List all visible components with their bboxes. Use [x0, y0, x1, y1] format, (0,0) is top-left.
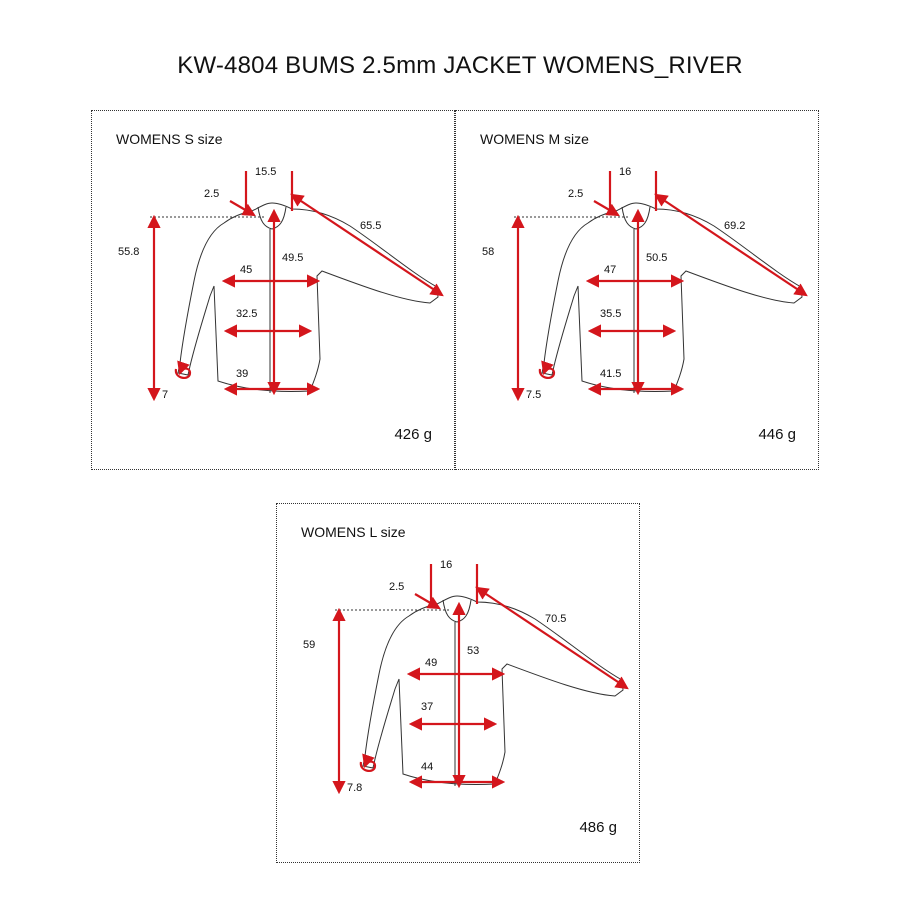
collar-outline: [621, 206, 651, 230]
size-label: WOMENS L size: [301, 524, 406, 540]
weight-label: 446 g: [758, 426, 796, 443]
jacket-body-outline: [177, 202, 439, 392]
collar-line: [229, 200, 256, 217]
sleeve-label: 70.5: [545, 613, 566, 625]
waist-label: 37: [421, 701, 433, 713]
wrist-loop: [538, 360, 556, 379]
sleeve-line: [290, 193, 444, 297]
sleeve-label: 69.2: [724, 220, 745, 232]
wrist-loop: [359, 753, 377, 772]
neck-label: 15.5: [255, 166, 276, 178]
jacket-diagram: 16 2.5 69.2 58 50.5 47 35.5 41.5 7.5: [482, 166, 808, 402]
panel-womens-l: WOMENS L size 16 2.5 70.5 59 53 49 37 44: [276, 503, 640, 863]
wrist-label: 7.5: [526, 389, 541, 401]
size-label: WOMENS S size: [116, 131, 223, 147]
collar-outline: [257, 206, 287, 230]
total-length-label: 55.8: [118, 246, 139, 258]
wrist-label: 7.8: [347, 782, 362, 794]
neck-label: 16: [440, 559, 452, 571]
weight-label: 486 g: [579, 819, 617, 836]
collar-label: 2.5: [204, 188, 219, 200]
jacket-body-outline: [362, 595, 624, 785]
collar-line: [414, 593, 441, 610]
waist-label: 35.5: [600, 308, 621, 320]
sleeve-label: 65.5: [360, 220, 381, 232]
total-length-label: 59: [303, 639, 315, 651]
neck-label: 16: [619, 166, 631, 178]
sleeve-line: [654, 193, 808, 297]
waist-label: 32.5: [236, 308, 257, 320]
page-title: KW-4804 BUMS 2.5mm JACKET WOMENS_RIVER: [177, 52, 743, 79]
panel-womens-s: WOMENS S size 15.5 2.5 65.5 55.8 49.5 45…: [91, 110, 455, 470]
size-label: WOMENS M size: [480, 131, 589, 147]
back-length-label: 49.5: [282, 252, 303, 264]
hem-label: 41.5: [600, 368, 621, 380]
jacket-body-outline: [541, 202, 803, 392]
chest-label: 45: [240, 264, 252, 276]
weight-label: 426 g: [394, 426, 432, 443]
chest-label: 47: [604, 264, 616, 276]
jacket-diagram: 16 2.5 70.5 59 53 49 37 44 7.8: [303, 559, 629, 795]
wrist-label: 7: [162, 389, 168, 401]
collar-label: 2.5: [568, 188, 583, 200]
wrist-loop: [174, 360, 192, 379]
hem-label: 44: [421, 761, 433, 773]
total-length-label: 58: [482, 246, 494, 258]
back-length-label: 50.5: [646, 252, 667, 264]
hem-label: 39: [236, 368, 248, 380]
panel-womens-m: WOMENS M size 16 2.5 69.2 58 50.5 47 35.…: [455, 110, 819, 470]
jacket-diagram: 15.5 2.5 65.5 55.8 49.5 45 32.5 39 7: [118, 166, 444, 402]
collar-label: 2.5: [389, 581, 404, 593]
back-length-label: 53: [467, 645, 479, 657]
collar-line: [593, 200, 620, 217]
chest-label: 49: [425, 657, 437, 669]
collar-outline: [442, 599, 472, 623]
sleeve-line: [475, 586, 629, 690]
